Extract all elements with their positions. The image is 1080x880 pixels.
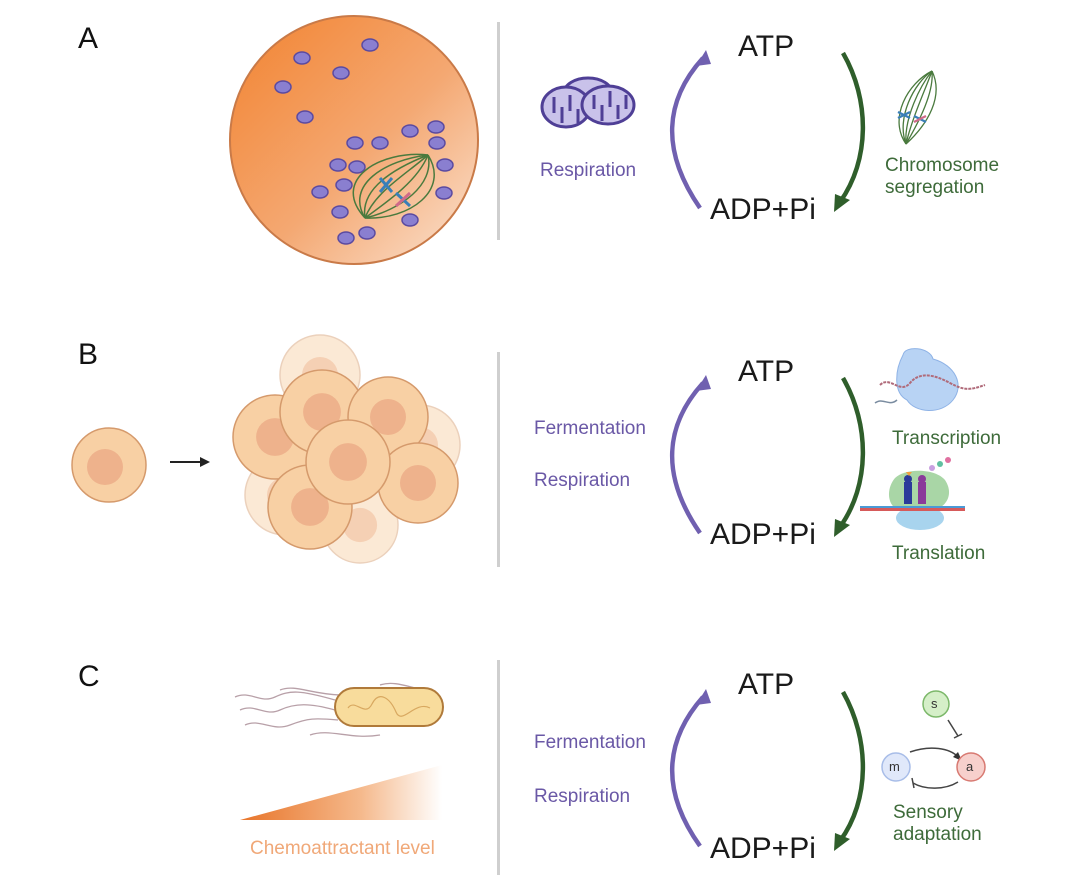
- panel-a-divider: [497, 22, 500, 240]
- panel-a-consumer-line2: segregation: [885, 177, 985, 198]
- mitochondrion: [427, 120, 445, 134]
- single-cell: [71, 427, 147, 503]
- cell-cluster: [232, 334, 461, 564]
- mitotic-spindle-icon: [897, 70, 937, 145]
- mitochondria-icon: [540, 76, 636, 129]
- panel-b-atp: ATP: [738, 355, 795, 388]
- node-m-label: m: [889, 759, 900, 774]
- chemoattractant-label: Chemoattractant level: [250, 838, 435, 859]
- mitochondrion: [428, 136, 446, 150]
- mitochondrion: [331, 205, 349, 219]
- panel-b-consumer-translation: Translation: [892, 543, 986, 564]
- mitochondrion: [371, 136, 389, 150]
- panel-a-producer-respiration: Respiration: [540, 160, 637, 181]
- panel-b-adp: ADP+Pi: [710, 518, 816, 551]
- producer-arrowhead: [696, 50, 711, 66]
- cell-nucleus: [291, 488, 329, 526]
- panel-c-producer-respiration: Respiration: [534, 786, 631, 807]
- panel-c-consumer-line2: adaptation: [893, 824, 982, 845]
- node-a-label: a: [966, 759, 974, 774]
- consumer-arrowhead: [834, 194, 850, 212]
- mitochondrion: [361, 38, 379, 52]
- mitochondrion: [274, 80, 292, 94]
- ribosome-icon: [860, 457, 965, 530]
- mitochondrion: [401, 213, 419, 227]
- proliferation-arrow: [170, 457, 210, 467]
- mitochondrion: [337, 231, 355, 245]
- mitochondrion: [335, 178, 353, 192]
- mitochondrion: [293, 51, 311, 65]
- panel-b-consumer-transcription: Transcription: [892, 428, 1002, 449]
- panel-c-adp: ADP+Pi: [710, 832, 816, 865]
- panel-c-consumer-line1: Sensory: [893, 802, 963, 823]
- spindle: [352, 153, 435, 219]
- node-a: [956, 752, 986, 782]
- cell-nucleus: [329, 443, 367, 481]
- panel-c-producer-fermentation: Fermentation: [534, 732, 646, 753]
- panel-a-adp: ADP+Pi: [710, 193, 816, 226]
- consumer-arrow: [838, 51, 866, 204]
- mitochondrion: [296, 110, 314, 124]
- cell-proliferation-illustration: [71, 334, 461, 564]
- panel-a-consumer-line1: Chromosome: [885, 155, 1000, 176]
- bacterium-body: [334, 687, 444, 727]
- mitochondrion: [332, 66, 350, 80]
- panel-a-atp: ATP: [738, 30, 795, 63]
- mitochondrion: [435, 186, 453, 200]
- panel-c-atp: ATP: [738, 668, 795, 701]
- panel-b-producer-respiration: Respiration: [534, 470, 631, 491]
- producer-arrow: [670, 56, 705, 210]
- node-s-label: s: [931, 696, 938, 711]
- cell-nucleus: [303, 393, 341, 431]
- panel-a-letter: A: [78, 22, 99, 55]
- rna-polymerase-icon: [874, 348, 986, 411]
- bacterium-chemotaxis-illustration: [234, 682, 444, 820]
- panel-b-divider: [497, 352, 500, 567]
- cell-nucleus: [400, 465, 436, 501]
- mitochondrion: [346, 136, 364, 150]
- mitochondrion: [348, 160, 366, 174]
- mitochondrion: [358, 226, 376, 240]
- mitotic-cell-illustration: [229, 15, 479, 265]
- mitochondria-dots: [274, 38, 454, 245]
- panel-b-letter: B: [78, 338, 99, 371]
- cell-nucleus: [370, 399, 406, 435]
- node-m: [881, 752, 911, 782]
- panel-b-producer-fermentation: Fermentation: [534, 418, 646, 439]
- panel-c-divider: [497, 660, 500, 875]
- node-s: [922, 690, 950, 718]
- flagella: [234, 682, 426, 737]
- mitochondrion: [401, 124, 419, 138]
- chemoattractant-gradient: [240, 765, 442, 820]
- chromosomes: [378, 177, 412, 208]
- mitochondrion: [311, 185, 329, 199]
- mitochondrion: [436, 158, 454, 172]
- mitochondrion: [329, 158, 347, 172]
- panel-c-letter: C: [78, 660, 100, 693]
